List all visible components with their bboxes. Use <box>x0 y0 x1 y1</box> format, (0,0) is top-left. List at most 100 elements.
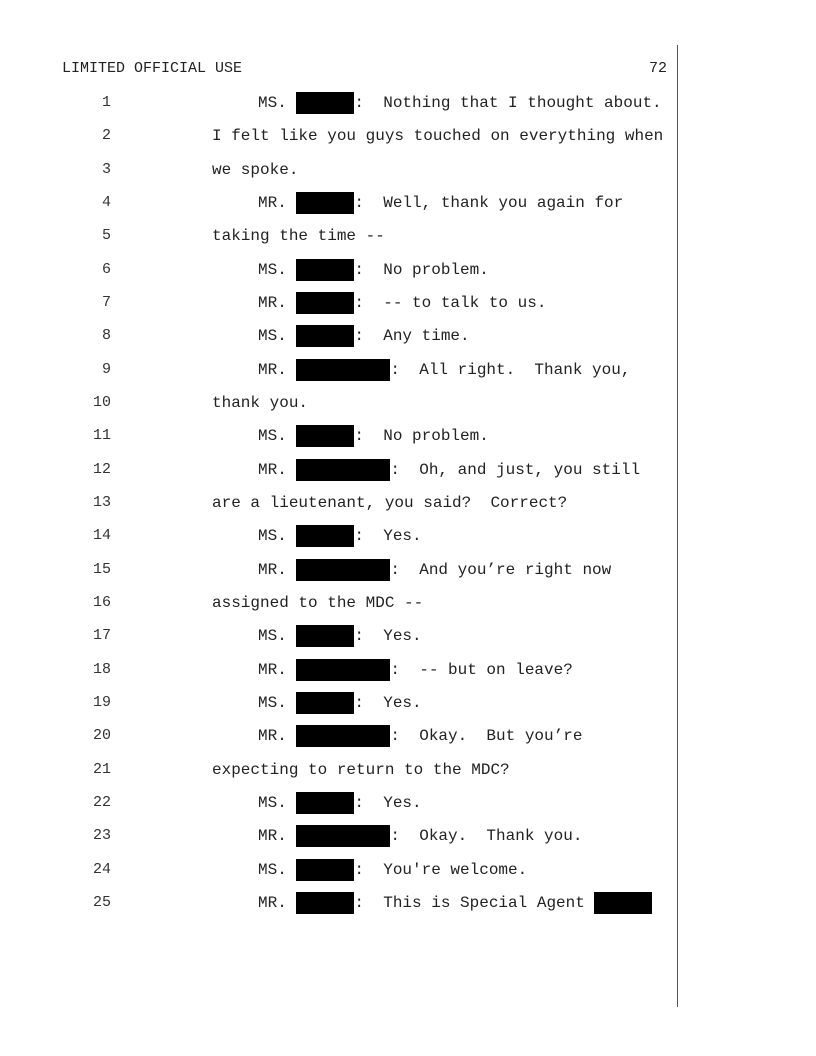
line-text: MR. : Okay. But you’re <box>258 725 583 748</box>
transcript-line: 17 MS. : Yes. <box>0 625 677 648</box>
spoken-text: : Any time. <box>354 327 470 346</box>
transcript-line: 25 MR. : This is Special Agent <box>0 891 677 914</box>
transcript-line: 21 expecting to return to the MDC? <box>0 759 677 781</box>
spoken-text: we spoke. <box>212 160 299 179</box>
line-text: MS. : Yes. <box>258 691 422 714</box>
line-number: 23 <box>92 827 111 845</box>
line-text: MR. : -- to talk to us. <box>258 291 547 314</box>
line-text: MR. : All right. Thank you, <box>258 358 630 381</box>
speaker-label: MR. <box>258 660 297 679</box>
line-number: 18 <box>92 660 111 678</box>
line-text: MR. : Well, thank you again for <box>258 191 624 214</box>
line-text: MS. : No problem. <box>258 425 489 448</box>
spoken-text: : No problem. <box>354 260 489 279</box>
speaker-label: MR. <box>258 360 297 379</box>
spoken-text: : This is Special Agent <box>354 893 595 912</box>
line-number: 5 <box>101 227 111 245</box>
line-number: 24 <box>92 860 111 878</box>
speaker-label: MR. <box>258 727 297 746</box>
spoken-text: : Yes. <box>354 693 422 712</box>
redaction-box <box>296 92 355 114</box>
line-number: 8 <box>101 327 111 345</box>
spoken-text: : Well, thank you again for <box>354 193 624 212</box>
line-text: MS. : Yes. <box>258 525 422 548</box>
spoken-text: I felt like you guys touched on everythi… <box>212 127 664 146</box>
transcript-line: 5 taking the time -- <box>0 225 677 247</box>
line-text: MR. : This is Special Agent <box>258 891 653 914</box>
line-text: MS. : Any time. <box>258 325 470 348</box>
line-number: 25 <box>92 893 111 911</box>
redaction-box <box>296 791 355 814</box>
spoken-text: : You're welcome. <box>354 860 528 879</box>
line-text: MR. : And you’re right now <box>258 558 612 581</box>
line-number: 10 <box>92 393 111 411</box>
transcript-line: 12 MR. : Oh, and just, you still <box>0 458 677 481</box>
speaker-label: MR. <box>258 827 297 846</box>
spoken-text: taking the time -- <box>212 227 385 246</box>
redaction-box <box>296 325 355 348</box>
page-number: 72 <box>648 60 667 77</box>
spoken-text: thank you. <box>212 393 309 412</box>
line-number: 14 <box>92 527 111 545</box>
redaction-box <box>296 725 391 748</box>
transcript-line: 4 MR. : Well, thank you again for <box>0 191 677 214</box>
transcript-line: 19 MS. : Yes. <box>0 691 677 714</box>
transcript-line: 1 MS. : Nothing that I thought about. <box>0 92 677 114</box>
spoken-text: : And you’re right now <box>390 560 612 579</box>
redaction-box <box>296 891 355 914</box>
transcript-line: 18 MR. : -- but on leave? <box>0 658 677 681</box>
transcript-line: 2 I felt like you guys touched on everyth… <box>0 125 677 147</box>
line-text: are a lieutenant, you said? Correct? <box>212 492 567 514</box>
line-text: I felt like you guys touched on everythi… <box>212 125 663 147</box>
transcript-line: 11 MS. : No problem. <box>0 425 677 448</box>
speaker-label: MR. <box>258 893 297 912</box>
spoken-text: : Okay. But you’re <box>390 727 583 746</box>
line-text: MR. : Oh, and just, you still <box>258 458 641 481</box>
line-text: MS. : Nothing that I thought about. <box>258 92 662 114</box>
line-number: 17 <box>92 627 111 645</box>
line-number: 15 <box>92 560 111 578</box>
transcript-line: 6 MS. : No problem. <box>0 258 677 281</box>
line-text: thank you. <box>212 392 308 414</box>
redaction-box <box>296 558 391 581</box>
spoken-text: : Yes. <box>354 793 422 812</box>
line-text: MS. : Yes. <box>258 791 422 814</box>
redaction-box <box>296 258 355 281</box>
line-number: 9 <box>101 360 111 378</box>
spoken-text: : -- to talk to us. <box>354 293 547 312</box>
transcript-line: 9 MR. : All right. Thank you, <box>0 358 677 381</box>
line-text: assigned to the MDC -- <box>212 592 423 614</box>
line-number: 12 <box>92 460 111 478</box>
spoken-text: : Oh, and just, you still <box>390 460 641 479</box>
line-number: 19 <box>92 693 111 711</box>
speaker-label: MS. <box>258 860 297 879</box>
line-number: 11 <box>92 427 111 445</box>
speaker-label: MS. <box>258 627 297 646</box>
speaker-label: MS. <box>258 327 297 346</box>
speaker-label: MR. <box>258 293 297 312</box>
spoken-text: are a lieutenant, you said? Correct? <box>212 493 568 512</box>
redaction-box <box>296 191 355 214</box>
line-number: 1 <box>101 94 111 111</box>
speaker-label: MS. <box>258 693 297 712</box>
spoken-text: : Okay. Thank you. <box>390 827 583 846</box>
line-number: 3 <box>101 160 111 178</box>
line-number: 6 <box>101 260 111 278</box>
line-text: expecting to return to the MDC? <box>212 759 510 781</box>
line-number: 2 <box>101 127 111 145</box>
line-number: 4 <box>101 193 111 211</box>
redaction-box <box>296 458 391 481</box>
spoken-text: : -- but on leave? <box>390 660 573 679</box>
line-text: MS. : No problem. <box>258 258 489 281</box>
transcript-line: 24 MS. : You're welcome. <box>0 858 677 881</box>
line-text: MS. : Yes. <box>258 625 422 648</box>
line-number: 21 <box>92 760 111 778</box>
spoken-text: : No problem. <box>354 427 489 446</box>
redaction-box <box>296 658 391 681</box>
line-text: we spoke. <box>212 159 298 181</box>
redaction-box <box>296 358 391 381</box>
spoken-text: : Nothing that I thought about. <box>354 94 662 112</box>
